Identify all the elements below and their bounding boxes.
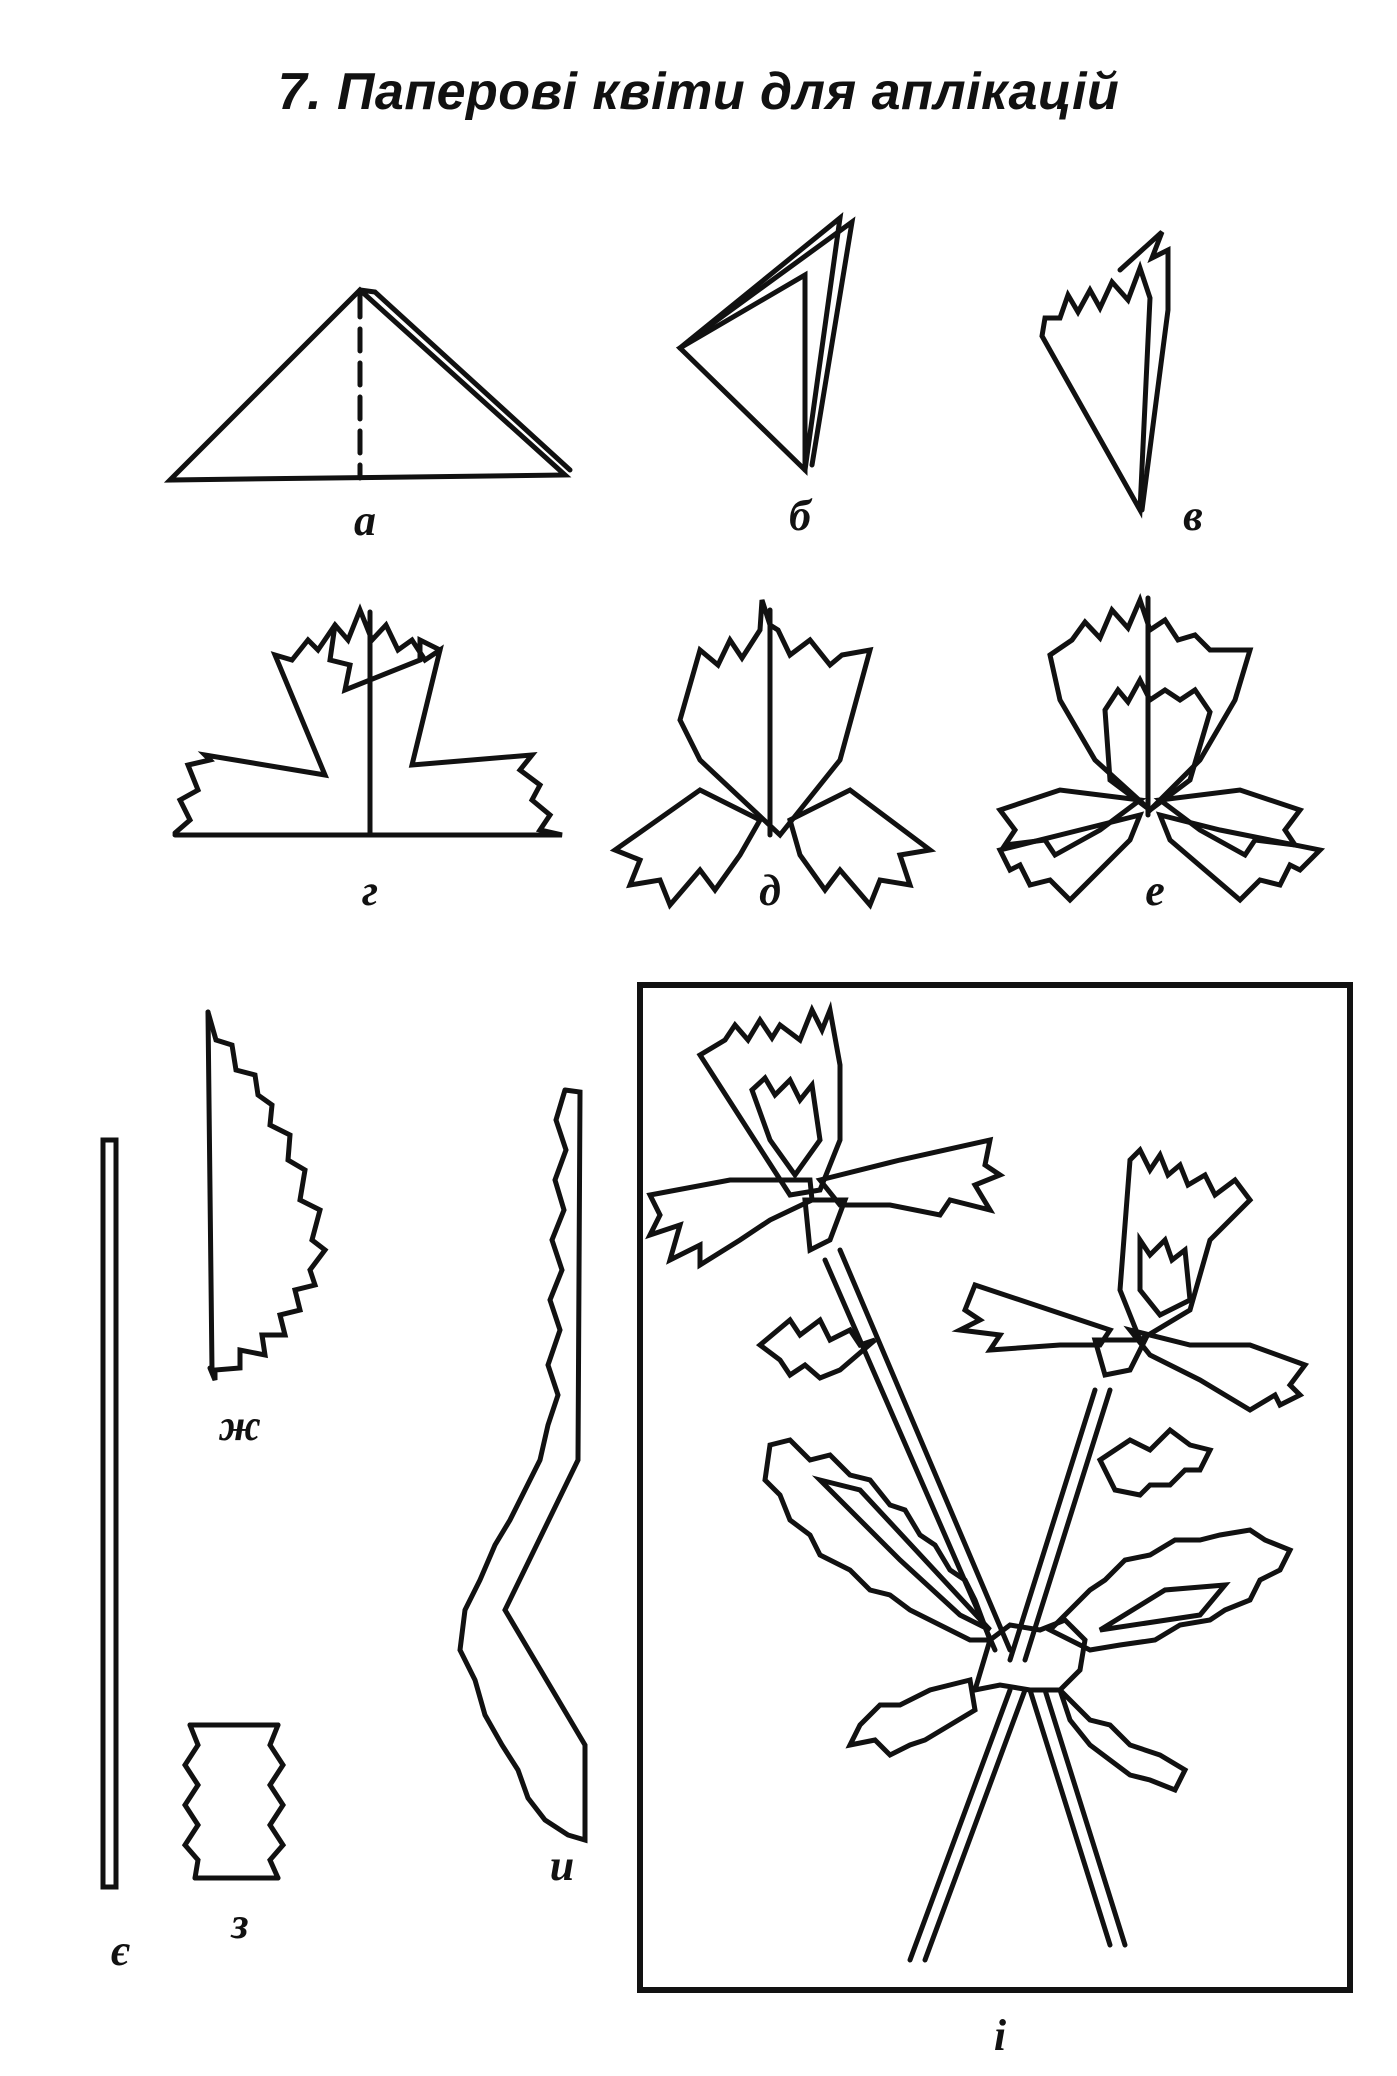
part-zh-leaf bbox=[205, 1009, 329, 1381]
part-z-zigzag-piece bbox=[181, 1722, 287, 1881]
step-a-folded-triangle bbox=[163, 286, 573, 483]
part-ye-stem-strip bbox=[100, 1137, 119, 1890]
label-i: і bbox=[993, 2011, 1007, 2060]
step-v-cut-shape bbox=[1039, 230, 1171, 519]
label-z: з bbox=[231, 1899, 249, 1948]
step-d-unfolded-flower bbox=[609, 599, 937, 910]
label-d: д bbox=[759, 866, 781, 915]
step-e-layered-flower bbox=[995, 592, 1326, 904]
label-h: г bbox=[361, 866, 379, 915]
label-e: е bbox=[1145, 866, 1165, 915]
part-y-leaf-strip bbox=[457, 1087, 588, 1844]
label-b: б bbox=[789, 491, 811, 540]
label-ye: є bbox=[110, 1926, 130, 1975]
label-zh: ж bbox=[219, 1401, 261, 1450]
step-b-folded-shape bbox=[675, 212, 856, 476]
label-a: а bbox=[354, 496, 376, 545]
label-v: в bbox=[1183, 491, 1203, 540]
page-title: 7. Паперові квіти для аплікацій bbox=[277, 63, 1120, 121]
step-h-unfolded-half bbox=[172, 603, 563, 838]
label-y: и bbox=[549, 1841, 575, 1890]
part-i-framed-composition bbox=[637, 982, 1353, 1993]
